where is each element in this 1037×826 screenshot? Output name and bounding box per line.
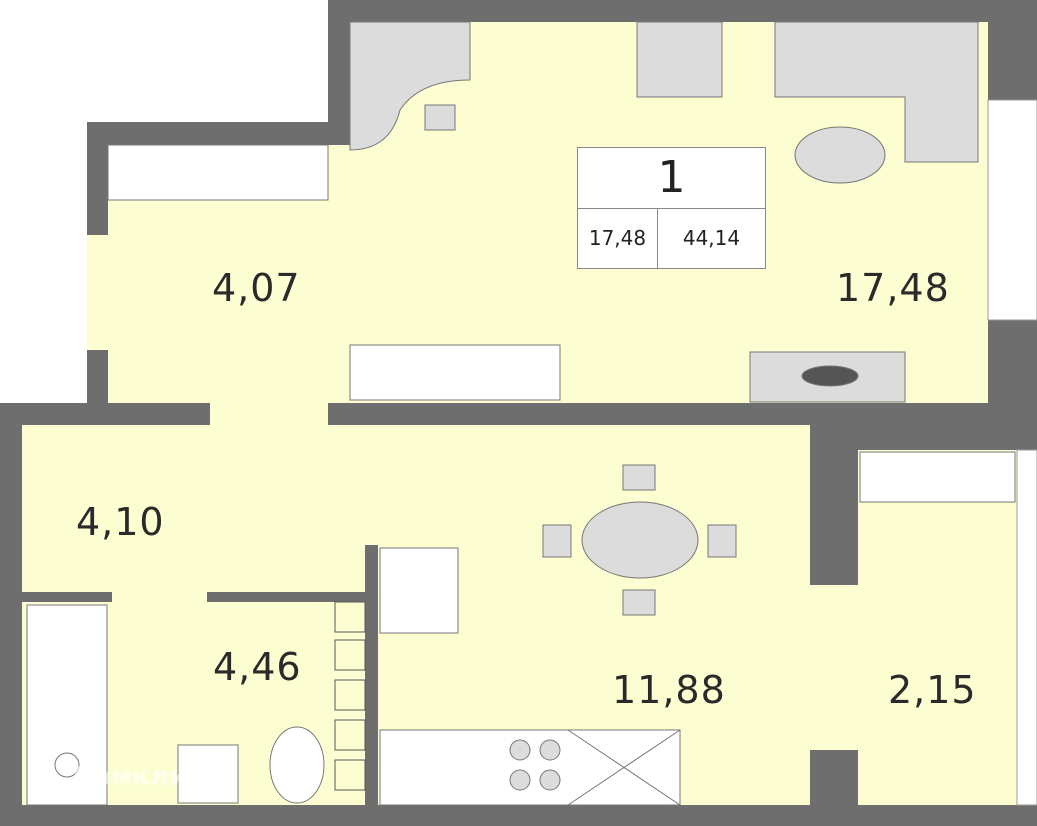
- room-area-hall: 4,07: [212, 266, 301, 310]
- armchair: [636, 21, 723, 98]
- shelving: [334, 601, 366, 791]
- desk-chair: [424, 104, 456, 131]
- toilet: [269, 726, 325, 804]
- chair: [622, 589, 656, 616]
- coffee-table: [794, 126, 886, 184]
- kitchen-counter: [379, 729, 681, 806]
- furniture: [26, 21, 1016, 806]
- sofa: [774, 21, 979, 163]
- total-area: 44,14: [682, 226, 741, 250]
- bathroom-walls: [22, 545, 378, 805]
- dining-table: [581, 501, 699, 579]
- wardrobe: [107, 144, 329, 201]
- fridge: [379, 547, 459, 634]
- apartment-info-box: 1 17,48 44,14: [577, 147, 766, 269]
- watermark: Домклик: [70, 762, 205, 792]
- room-area-kitchen: 11,88: [612, 668, 726, 712]
- tv: [801, 365, 859, 387]
- balcony-window: [1016, 449, 1037, 806]
- living-area: 17,48: [578, 209, 658, 268]
- door-opening: [87, 235, 108, 350]
- sink: [177, 744, 239, 804]
- chair: [542, 524, 572, 558]
- rooms-count: 1: [578, 148, 765, 209]
- room-area-corridor: 4,10: [76, 500, 165, 544]
- desk: [349, 21, 471, 151]
- wardrobe-2: [349, 344, 561, 401]
- room-area-balcony: 2,15: [888, 668, 977, 712]
- window: [987, 99, 1037, 321]
- room-area-living: 17,48: [836, 266, 950, 310]
- chair: [622, 464, 656, 491]
- chair: [707, 524, 737, 558]
- balcony-cabinet: [859, 451, 1016, 503]
- room-area-bathroom: 4,46: [213, 645, 302, 689]
